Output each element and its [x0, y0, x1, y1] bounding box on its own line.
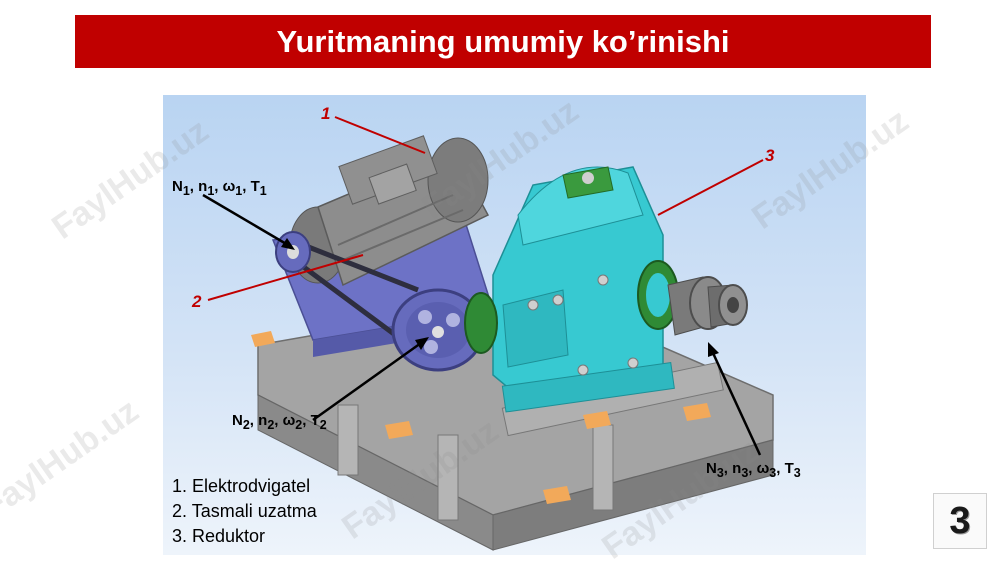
legend-item-belt: 2. Tasmali uzatma	[172, 501, 317, 521]
legend-item-reducer: 3. Reduktor	[172, 526, 266, 546]
page-number-badge: 3	[933, 493, 987, 549]
watermark: FaylHub.uz	[0, 391, 146, 527]
param-label-shaft-2: N2, n2, ω2, T2	[232, 412, 327, 432]
leader-lines	[202, 116, 764, 456]
drive-drawing	[202, 116, 774, 551]
title-bar: Yuritmaning umumiy ko’rinishi	[75, 15, 931, 68]
slide-title: Yuritmaning umumiy ko’rinishi	[276, 23, 730, 59]
gearbox-reducer	[464, 166, 679, 413]
legend: 1. Elektrodvigatel 2. Tasmali uzatma 3. …	[172, 474, 317, 549]
output-coupling	[667, 276, 748, 336]
callout-number-2: 2	[192, 292, 202, 311]
callout-number-3: 3	[765, 146, 775, 165]
drive-illustration	[163, 95, 866, 555]
legend-item-motor: 1. Elektrodvigatel	[172, 476, 311, 496]
param-label-shaft-1: N1, n1, ω1, T1	[172, 178, 267, 198]
callout-number-1: 1	[321, 104, 331, 123]
param-label-shaft-3: N3, n3, ω3, T3	[706, 460, 801, 480]
